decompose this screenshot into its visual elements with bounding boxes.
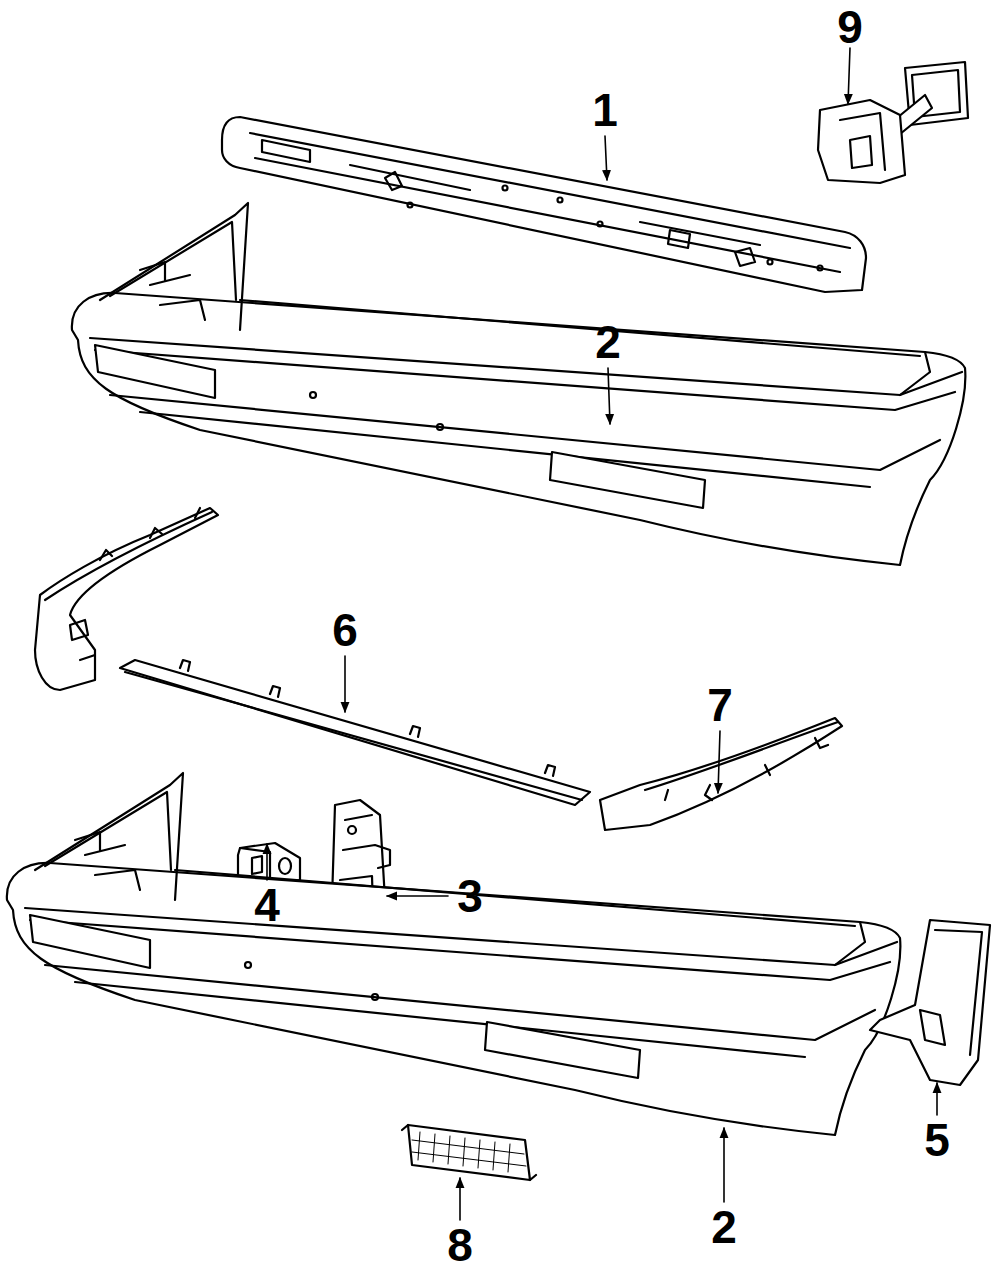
callout-number: 5 (924, 1117, 950, 1163)
bumper-reinforcement (222, 117, 866, 292)
callout-number: 2 (595, 319, 621, 365)
bumper-cover (7, 773, 900, 1135)
callout-number: 9 (837, 4, 863, 50)
callout-number: 6 (332, 607, 358, 653)
center-molding (120, 660, 590, 805)
leader-line (267, 48, 937, 1220)
bumper-isolator (818, 62, 968, 183)
callout-number: 3 (457, 873, 483, 919)
bracket (870, 920, 990, 1085)
callout-number: 1 (592, 87, 618, 133)
callout-number: 4 (254, 882, 280, 928)
callout-number: 8 (447, 1222, 473, 1268)
callout-number: 2 (711, 1204, 737, 1250)
corner-molding (600, 718, 842, 830)
callout-number: 7 (707, 682, 733, 728)
reflector (402, 1125, 536, 1180)
